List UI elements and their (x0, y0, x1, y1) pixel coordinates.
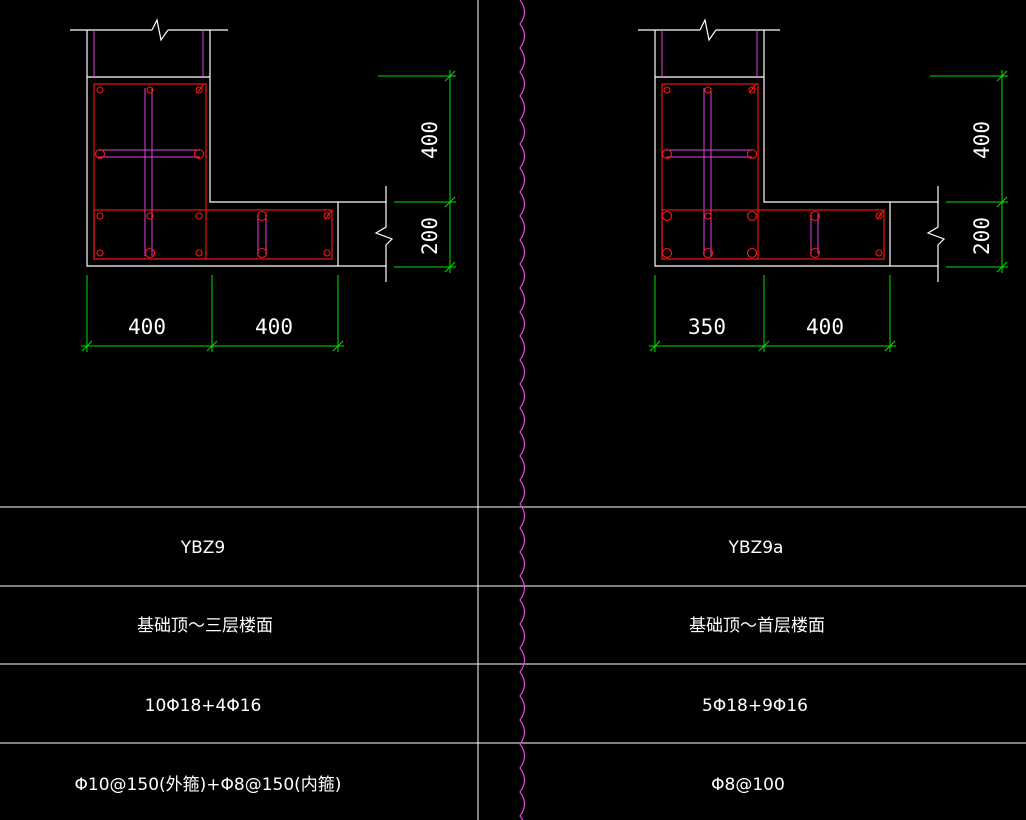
cell-stirrups: Φ10@150(外箍)+Φ8@150(内箍) (75, 775, 342, 795)
cell-elevation: 基础顶～三层楼面 (137, 616, 273, 636)
break-line-right (926, 186, 946, 282)
cell-longitudinal: 10Φ18+4Φ16 (145, 696, 262, 716)
cell-stirrups: Φ8@100 (711, 775, 785, 795)
tie-bars (93, 30, 267, 256)
dim-right-bottom: 200 (970, 217, 994, 255)
dim-right-bottom: 200 (418, 217, 442, 255)
dimension-lines (81, 70, 456, 352)
break-line-right (374, 186, 394, 282)
dim-bottom-left: 350 (688, 315, 726, 339)
rebars (661, 86, 883, 259)
dim-bottom-right: 400 (806, 315, 844, 339)
cell-name: YBZ9a (728, 538, 784, 558)
dim-right-top: 400 (418, 121, 442, 159)
break-wave-line (519, 0, 526, 820)
concrete-outline (638, 18, 938, 267)
dim-right-top: 400 (970, 121, 994, 159)
cell-name: YBZ9 (180, 538, 226, 558)
stirrups (661, 83, 885, 260)
table-cells-left: YBZ9 基础顶～三层楼面 10Φ18+4Φ16 Φ10@150(外箍)+Φ8@… (75, 538, 342, 795)
tie-bars (661, 30, 819, 256)
stirrups (93, 83, 333, 260)
dim-bottom-right: 400 (255, 315, 293, 339)
cell-longitudinal: 5Φ18+9Φ16 (702, 696, 808, 716)
table-cells-right: YBZ9a 基础顶～首层楼面 5Φ18+9Φ16 Φ8@100 (689, 538, 825, 795)
dimension-lines (649, 70, 1008, 352)
section-ybz9: 400 400 400 200 (70, 18, 456, 352)
dim-bottom-left: 400 (128, 315, 166, 339)
concrete-outline (70, 18, 386, 267)
section-ybz9a: 350 400 400 200 (638, 18, 1008, 352)
rebars (94, 86, 331, 259)
cell-elevation: 基础顶～首层楼面 (689, 616, 825, 636)
